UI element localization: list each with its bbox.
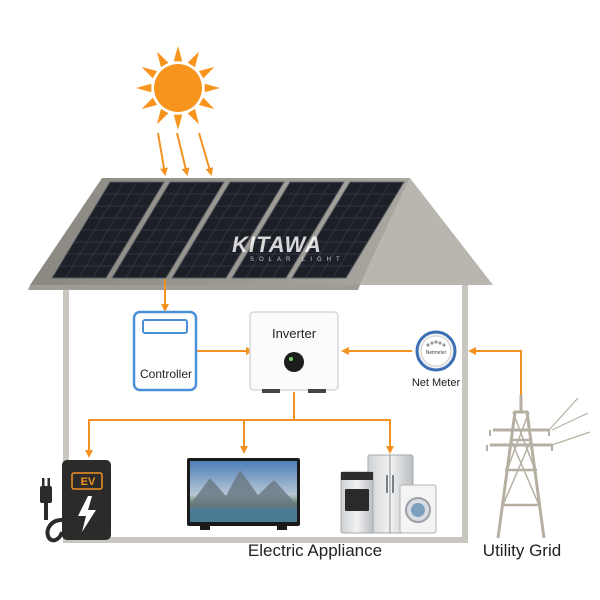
net-meter-face-label: Netmeter	[425, 350, 447, 356]
power-flow-lines	[85, 279, 522, 458]
net-meter	[415, 330, 457, 372]
electric-appliance-label: Electric Appliance	[247, 541, 383, 560]
roof-gable	[360, 178, 493, 285]
sunlight-arrow	[198, 132, 214, 176]
ev-cable	[45, 518, 64, 543]
sunlight-arrow	[176, 132, 190, 176]
utility-grid-label: Utility Grid	[482, 541, 562, 560]
ev-plug	[40, 486, 52, 503]
house-wall-outline	[63, 282, 468, 543]
sunlight-arrow	[157, 132, 168, 176]
home-appliances-icon	[340, 454, 437, 534]
ev-label: EV	[80, 476, 96, 488]
inverter-body	[249, 311, 339, 391]
roof-edge	[28, 285, 360, 290]
grid-to-netmeter-arrow	[468, 347, 522, 408]
controller	[132, 310, 198, 392]
controller-display	[142, 319, 188, 334]
lightning-bolt-icon	[78, 496, 96, 532]
sunlight-arrows	[157, 132, 214, 176]
inverter-display	[284, 352, 304, 372]
utility-tower-icon	[486, 395, 591, 539]
watermark-tagline: SOLAR LIGHT	[250, 257, 345, 263]
watermark-logo: KITAWA	[232, 232, 322, 257]
ev-charger-icon	[40, 460, 111, 543]
solar-panels	[51, 181, 405, 279]
inverter-label: Inverter	[271, 326, 317, 341]
house	[63, 282, 468, 543]
controller-label: Controller	[139, 367, 193, 381]
net-meter-label: Net Meter	[411, 377, 461, 389]
television-icon	[187, 458, 300, 530]
inverter	[249, 311, 339, 393]
sun-icon	[136, 46, 220, 130]
